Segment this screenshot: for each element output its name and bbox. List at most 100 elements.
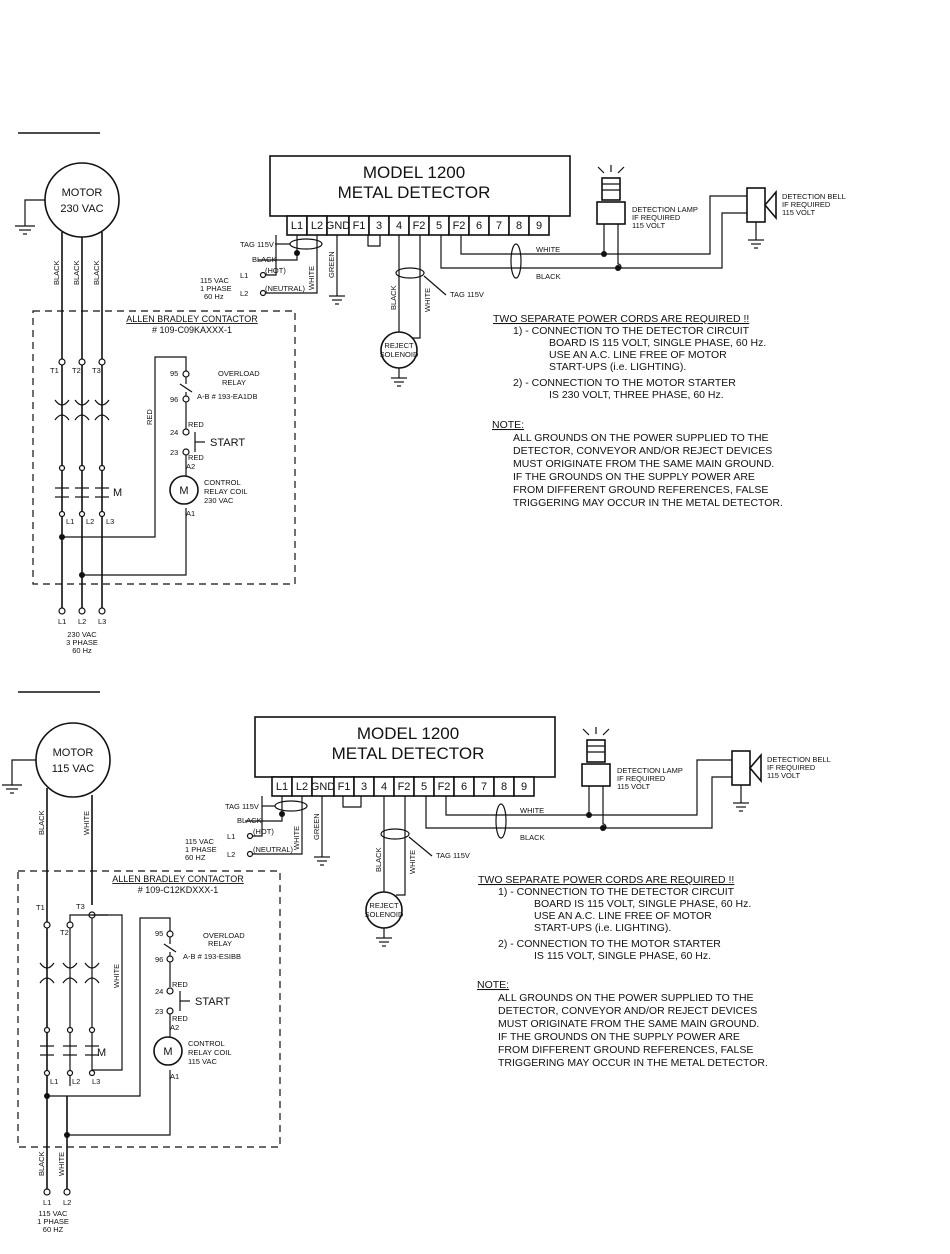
terminal-label: GND: [326, 220, 351, 232]
notes-block: TWO SEPARATE POWER CORDS ARE REQUIRED !!…: [492, 313, 783, 509]
supply-voltage: 230 VAC: [67, 630, 97, 639]
node: [615, 265, 621, 271]
contactor-part-number: # 109-C12KDXXX-1: [138, 885, 219, 895]
junction-dot: [44, 1093, 50, 1099]
motor-wire-label-1: BLACK: [52, 260, 61, 285]
l-inner-3: L3: [106, 517, 114, 526]
supply-frequency: 60 Hz: [72, 646, 92, 655]
bell-label-3: 115 VOLT: [767, 771, 800, 780]
node: [586, 812, 592, 818]
f1-jumper: [342, 796, 362, 808]
solenoid-tag: [395, 267, 425, 279]
terminal-label: 7: [481, 781, 487, 793]
lamp-label-1: DETECTION LAMP: [632, 205, 698, 214]
node: [43, 1026, 51, 1034]
terminal-95: [182, 370, 190, 378]
t-label-2: T2: [60, 928, 69, 937]
terminal-label: F2: [438, 781, 451, 793]
solenoid-tag: [380, 828, 410, 840]
node: [43, 1069, 51, 1077]
supply-terminal-l1: [58, 607, 66, 615]
red-label-1: RED: [188, 420, 204, 429]
bell-label-1: DETECTION BELL: [782, 192, 846, 201]
node: [88, 1026, 96, 1034]
overload-contact-icon: [163, 943, 177, 953]
note-line-3: MUST ORIGINATE FROM THE SAME MAIN GROUND…: [498, 1018, 759, 1030]
t-label-3: T3: [76, 902, 85, 911]
note-item2-a: 2) - CONNECTION TO THE MOTOR STARTER: [513, 377, 736, 389]
coil-label-3: 230 VAC: [204, 496, 234, 505]
ground-icon: [733, 802, 749, 812]
solenoid-label-1: REJECT: [369, 901, 399, 910]
solenoid-tag-label: TAG 115V: [450, 290, 484, 299]
label-a2: A2: [186, 462, 195, 471]
terminal-label: L1: [276, 781, 288, 793]
coil-symbol: M: [163, 1046, 172, 1058]
solenoid-black-label: BLACK: [389, 285, 398, 310]
black-lamp-bell-wire: [425, 776, 732, 829]
black-lamp-bell-wire: [440, 212, 747, 269]
overload-label-2: RELAY: [222, 378, 246, 387]
junction-dot: [79, 572, 85, 578]
bell-label-2: IF REQUIRED: [767, 763, 816, 772]
terminal-t1: [43, 921, 51, 929]
white-label: WHITE: [307, 266, 316, 290]
note-item1-c: USE AN A.C. LINE FREE OF MOTOR: [549, 349, 727, 361]
solenoid-white-label: WHITE: [423, 288, 432, 312]
black-wire: [245, 796, 283, 822]
terminal-96: [166, 955, 174, 963]
notes-header: TWO SEPARATE POWER CORDS ARE REQUIRED !!: [478, 874, 734, 886]
note-item1-b: BOARD IS 115 VOLT, SINGLE PHASE, 60 Hz.: [534, 898, 751, 910]
node: [259, 271, 267, 279]
note-line-6: TRIGGERING MAY OCCUR IN THE METAL DETECT…: [498, 1057, 768, 1069]
tag-label: TAG 115V: [240, 240, 274, 249]
label-23: 23: [170, 448, 178, 457]
label-a1: A1: [170, 1072, 179, 1081]
node: [58, 464, 66, 472]
motor-line1: MOTOR: [53, 747, 94, 759]
terminal-cell: [513, 776, 535, 797]
cord-supply-3: 60 HZ: [185, 853, 206, 862]
black-label: BLACK: [237, 816, 262, 825]
terminal-label: F2: [413, 220, 426, 232]
motor-wire-label-3: BLACK: [92, 260, 101, 285]
line: [423, 275, 447, 296]
ground-icon: [329, 295, 345, 305]
green-label: GREEN: [312, 813, 321, 840]
terminal-t3: [98, 358, 106, 366]
overload-part-number: A-B # 193-ESIBB: [183, 952, 241, 961]
note-line-2: DETECTOR, CONVEYOR AND/OR REJECT DEVICES: [513, 445, 772, 457]
terminal-label: GND: [311, 781, 336, 793]
l2-neutral-label: L2: [240, 289, 248, 298]
label-95: 95: [155, 929, 163, 938]
solenoid-label-1: REJECT: [384, 341, 414, 350]
control-wire-l2: [82, 508, 187, 576]
cord-supply-1: 115 VAC: [185, 837, 214, 846]
hot-label: (HOT): [265, 266, 286, 275]
node: [600, 825, 606, 831]
terminal-24: [166, 987, 174, 995]
note-item1-a: 1) - CONNECTION TO THE DETECTOR CIRCUIT: [513, 325, 750, 337]
motor-wire-label-2: BLACK: [72, 260, 81, 285]
overload-contact-icon: [179, 383, 193, 393]
tag-label: TAG 115V: [225, 802, 259, 811]
node: [66, 1069, 74, 1077]
terminal-label: 4: [396, 220, 402, 232]
terminal-label: 6: [476, 220, 482, 232]
black-b-label: BLACK: [536, 272, 561, 281]
supply-l3-label: L3: [98, 617, 106, 626]
white-lamp-bell-wire: [445, 759, 732, 816]
l-inner-1: L1: [66, 517, 74, 526]
white-lamp-bell-wire: [460, 195, 747, 255]
start-pushbutton-icon: [179, 991, 190, 1011]
supply-phase: 1 PHASE: [37, 1217, 69, 1226]
note-line-4: IF THE GROUNDS ON THE SUPPLY POWER ARE: [498, 1031, 740, 1043]
terminal-label: 8: [516, 220, 522, 232]
terminal-label: F1: [353, 220, 366, 232]
terminal-label: L1: [291, 220, 303, 232]
coil-label-1: CONTROL: [188, 1039, 225, 1048]
main-contacts: [55, 487, 109, 498]
motor-230v: MOTOR 230 VAC: [15, 162, 120, 238]
note-label: NOTE:: [492, 419, 524, 431]
motor-line2: 230 VAC: [60, 203, 103, 215]
